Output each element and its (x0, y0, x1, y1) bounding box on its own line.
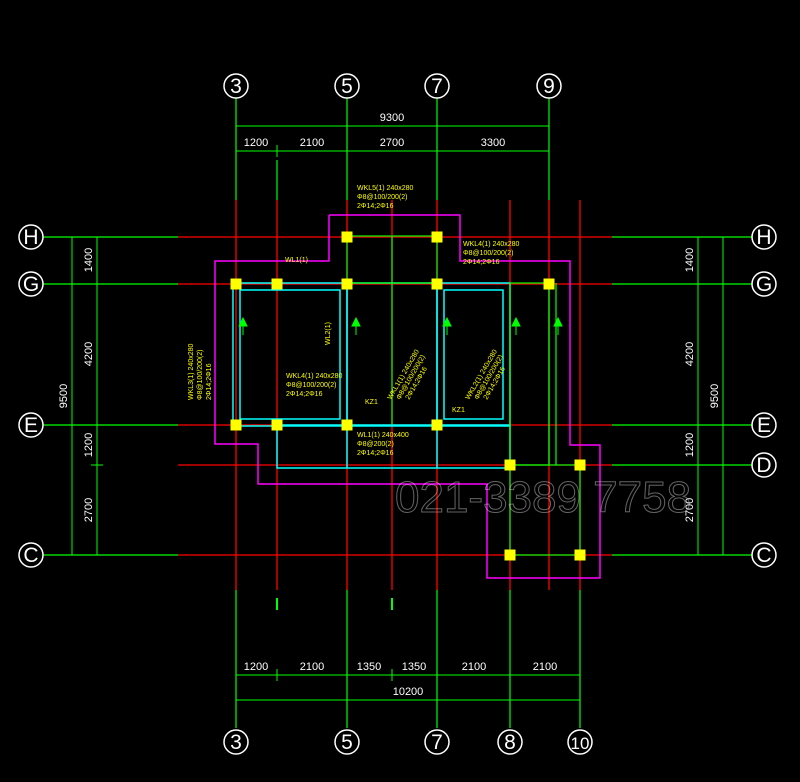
dimension-text-right: 1400 4200 1200 2700 9500 (684, 248, 721, 522)
slab-outline (214, 214, 601, 579)
bubble-right-E: E (757, 414, 771, 437)
beam-lines (346, 235, 581, 556)
grid-bubbles-left: H G E C (18, 224, 44, 568)
green-axis-lines (42, 98, 752, 728)
dim-left-seg-3: 1200 (83, 433, 95, 457)
dim-top-total: 9300 (380, 112, 404, 124)
dim-bottom-seg-5: 2100 (462, 661, 486, 673)
beam-top-line-3: 2Φ14;2Φ16 (357, 203, 394, 210)
dim-bottom-seg-2: 2100 (300, 661, 324, 673)
beam-vertical-small-label: WL2(1) (325, 322, 332, 345)
beam-mid-lower-line-2: Φ8@200(2) (357, 441, 394, 448)
phone-watermark: 021-3389 7758 (395, 473, 691, 522)
bubble-bottom-3: 3 (230, 731, 242, 754)
dim-right-seg-1: 1400 (684, 248, 696, 272)
grid-bubbles-bottom: 3 5 7 8 10 (223, 729, 593, 755)
beam-left-vertical-line-2: Φ8@100/200(2) (197, 350, 204, 400)
bubble-left-G: G (23, 273, 39, 296)
section-marks (238, 316, 563, 335)
bubble-top-7: 7 (431, 75, 443, 98)
bubble-right-G: G (756, 273, 772, 296)
beam-left-vertical-line-3: 2Φ14;2Φ16 (206, 363, 213, 400)
dim-bottom-seg-3: 1350 (357, 661, 381, 673)
dimension-text-bottom: 1200 2100 1350 1350 2100 2100 10200 (244, 661, 557, 698)
dim-top-seg-2: 2100 (300, 137, 324, 149)
dimension-lines (66, 120, 729, 706)
beam-left-vertical-line-1: WKL3(1) 240x280 (188, 343, 195, 400)
dimension-text-left: 1400 4200 1200 2700 9500 (58, 248, 95, 522)
bubble-bottom-5: 5 (341, 731, 353, 754)
bubble-top-9: 9 (543, 75, 555, 98)
dim-top-seg-1: 1200 (244, 137, 268, 149)
beam-center-line-3: 2Φ14;2Φ16 (286, 391, 323, 398)
bubble-bottom-8: 8 (504, 731, 516, 754)
slab-tag-1: KZ1 (365, 399, 378, 406)
bubble-top-3: 3 (230, 75, 242, 98)
bubble-right-D: D (756, 454, 771, 477)
dim-top-seg-3: 2700 (380, 137, 404, 149)
beam-top-right-line-2: Φ8@100/200(2) (463, 250, 513, 257)
dim-bottom-seg-1: 1200 (244, 661, 268, 673)
beam-mid-lower-line-3: 2Φ14;2Φ16 (357, 450, 394, 457)
bubble-left-E: E (24, 414, 38, 437)
dim-right-seg-2: 4200 (684, 342, 696, 366)
bubble-right-C: C (756, 544, 771, 567)
dim-right-total: 9500 (709, 384, 721, 408)
slab-tag-2: KZ1 (452, 407, 465, 414)
dim-left-total: 9500 (58, 384, 70, 408)
dim-bottom-seg-4: 1350 (402, 661, 426, 673)
beam-mid-lower-line-1: WL1(1) 240x400 (357, 432, 409, 439)
beam-top-line-1: WKL5(1) 240x280 (357, 185, 414, 192)
columns (230, 231, 586, 561)
dim-top-seg-4: 3300 (481, 137, 505, 149)
beam-center-line-2: Φ8@100/200(2) (286, 382, 336, 389)
grid-bubbles-top: 3 5 7 9 (223, 73, 562, 99)
bubble-right-H: H (756, 226, 771, 249)
bubble-left-H: H (23, 226, 38, 249)
bubble-bottom-7: 7 (431, 731, 443, 754)
grid-bubbles-right: H G E D C (751, 224, 777, 568)
dim-left-seg-2: 4200 (83, 342, 95, 366)
dimension-text-top: 9300 1200 2100 2700 3300 (244, 112, 505, 149)
dim-right-seg-4: 2700 (684, 498, 696, 522)
beam-top-line-2: Φ8@100/200(2) (357, 194, 407, 201)
dim-right-seg-3: 1200 (684, 433, 696, 457)
bubble-left-C: C (23, 544, 38, 567)
beam-small-label: WL1(1) (285, 257, 308, 264)
dim-bottom-seg-6: 2100 (533, 661, 557, 673)
dim-bottom-total: 10200 (393, 686, 424, 698)
beam-top-right-line-3: 2Φ14;2Φ16 (463, 259, 500, 266)
dim-left-seg-1: 1400 (83, 248, 95, 272)
beam-top-right-line-1: WKL4(1) 240x280 (463, 241, 520, 248)
dim-left-seg-4: 2700 (83, 498, 95, 522)
bubble-top-5: 5 (341, 75, 353, 98)
beam-center-line-1: WKL4(1) 240x280 (286, 373, 343, 380)
bubble-bottom-10: 10 (571, 734, 590, 753)
